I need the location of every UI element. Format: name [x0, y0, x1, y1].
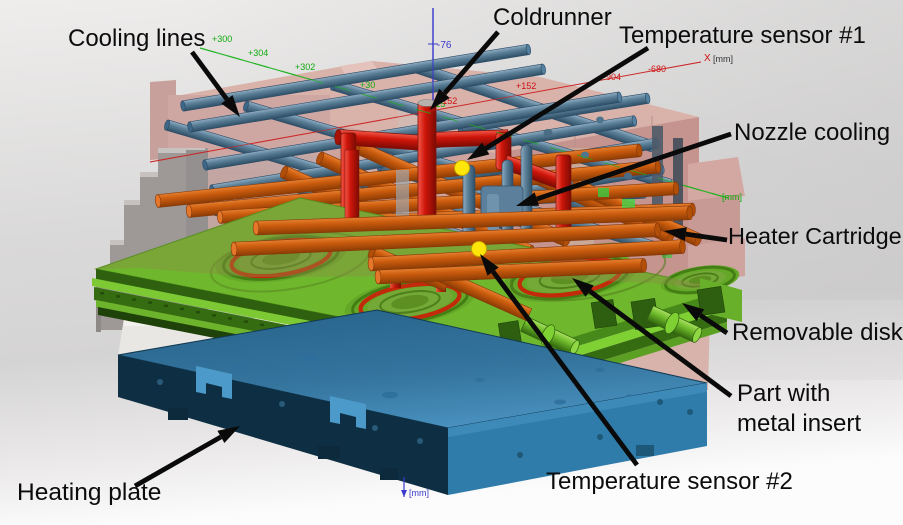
svg-text:Removable disk: Removable disk [732, 319, 903, 346]
svg-text:[mm]: [mm] [713, 54, 733, 64]
svg-text:metal insert: metal insert [737, 410, 861, 437]
svg-text:Temperature sensor #1: Temperature sensor #1 [619, 22, 866, 49]
svg-text:+304: +304 [248, 48, 268, 58]
svg-text:Temperature sensor #2: Temperature sensor #2 [546, 468, 793, 495]
svg-text:+152: +152 [516, 81, 536, 91]
svg-text:Heating plate: Heating plate [17, 479, 161, 506]
svg-text:+30: +30 [360, 80, 375, 90]
svg-text:+152: +152 [437, 96, 457, 106]
svg-text:+300: +300 [212, 34, 232, 44]
svg-text:+302: +302 [295, 62, 315, 72]
svg-text:-680: -680 [648, 64, 666, 74]
svg-text:Coldrunner: Coldrunner [493, 4, 612, 31]
svg-text:[mm]: [mm] [722, 192, 742, 202]
svg-text:Part with: Part with [737, 380, 830, 407]
svg-text:Nozzle cooling: Nozzle cooling [734, 119, 890, 146]
svg-text:-76: -76 [437, 40, 452, 51]
svg-text:Cooling lines: Cooling lines [68, 25, 205, 52]
svg-text:[mm]: [mm] [409, 488, 429, 498]
svg-text:-904: -904 [603, 72, 621, 82]
svg-text:X: X [704, 53, 711, 64]
svg-text:Heater Cartridge: Heater Cartridge [728, 223, 902, 249]
